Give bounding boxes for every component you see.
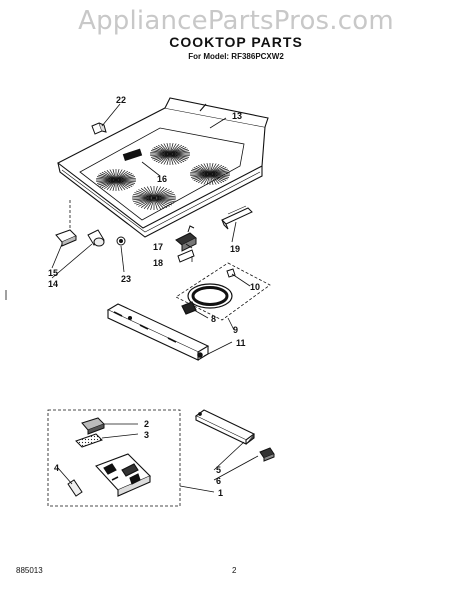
callout-23: 23 bbox=[121, 274, 131, 284]
switch-insulator bbox=[75, 433, 103, 448]
watermark: AppliancePartsPros.com bbox=[78, 6, 394, 36]
burner-pattern bbox=[190, 163, 230, 185]
callout-5: 5 bbox=[216, 465, 221, 475]
callout-leaders bbox=[51, 103, 259, 493]
model-subtitle: For Model: RF386PCXW2 bbox=[188, 52, 284, 61]
callout-16: 16 bbox=[157, 174, 167, 184]
mounting-bracket bbox=[55, 229, 77, 247]
support-rail bbox=[106, 303, 210, 361]
callout-8: 8 bbox=[211, 314, 216, 324]
cooktop-assembly bbox=[56, 97, 269, 238]
callout-4: 4 bbox=[54, 463, 59, 473]
surface-element bbox=[181, 283, 233, 315]
callout-19: 19 bbox=[230, 244, 240, 254]
callout-22: 22 bbox=[116, 95, 126, 105]
callout-11: 11 bbox=[236, 338, 246, 348]
switch-block bbox=[175, 225, 197, 252]
callout-9: 9 bbox=[233, 325, 238, 335]
callout-15: 15 bbox=[48, 268, 58, 278]
mounting-rod bbox=[194, 409, 256, 445]
callout-14: 14 bbox=[48, 279, 58, 289]
cylinder-cap bbox=[87, 229, 105, 247]
rod-clip bbox=[259, 447, 275, 462]
callout-3: 3 bbox=[144, 430, 149, 440]
clip-part bbox=[91, 122, 107, 135]
callout-labels: 22 13 16 19 17 18 23 15 14 10 8 9 11 2 3… bbox=[48, 95, 260, 498]
element-kit-outline bbox=[175, 262, 271, 321]
callout-2: 2 bbox=[144, 419, 149, 429]
callout-10: 10 bbox=[250, 282, 260, 292]
radiant-element-patterns bbox=[96, 143, 230, 210]
diagram-title: COOKTOP PARTS bbox=[169, 34, 303, 50]
infinite-switch bbox=[81, 417, 105, 435]
callout-17: 17 bbox=[153, 242, 163, 252]
footer-page-number: 2 bbox=[232, 566, 237, 575]
burner-pattern bbox=[132, 186, 176, 210]
footer-code: 885013 bbox=[16, 566, 43, 575]
limiter-clip bbox=[226, 268, 236, 278]
switch-kit-outline bbox=[47, 409, 181, 507]
callout-6: 6 bbox=[216, 476, 221, 486]
callout-18: 18 bbox=[153, 258, 163, 268]
small-bushing bbox=[116, 236, 126, 246]
terminal-clip bbox=[177, 249, 195, 263]
callout-1: 1 bbox=[218, 488, 223, 498]
cooktop-control-slot bbox=[122, 148, 143, 162]
burner-pattern bbox=[150, 143, 190, 165]
callout-13: 13 bbox=[232, 111, 242, 121]
switch-housing bbox=[95, 453, 151, 497]
burner-pattern bbox=[96, 169, 136, 191]
trim-bracket bbox=[221, 205, 253, 230]
